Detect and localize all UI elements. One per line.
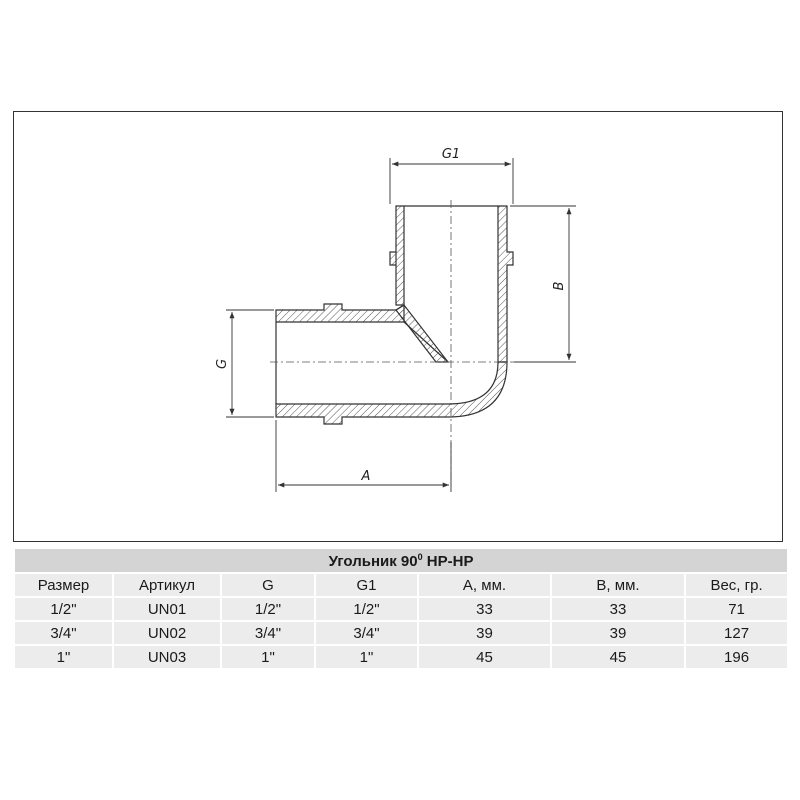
dim-a-label: A (361, 469, 371, 484)
dim-g (226, 309, 274, 418)
table-cell: 1" (316, 646, 417, 668)
drawing-frame: G1 B G A (13, 111, 783, 542)
table-cell: 33 (552, 598, 684, 620)
vertical-right-wall (497, 205, 514, 363)
table-cell: 71 (686, 598, 788, 620)
table-cell: 3/4" (316, 622, 417, 644)
table-title: Угольник 900 НР-НР (15, 549, 788, 572)
title-row: Угольник 900 НР-НР (15, 549, 788, 572)
table-cell: UN01 (114, 598, 220, 620)
header-row: Размер Артикул G G1 A, мм. B, мм. Вес, г… (15, 574, 788, 596)
table-cell: 33 (419, 598, 550, 620)
header-a: A, мм. (419, 574, 550, 596)
table-cell: 39 (419, 622, 550, 644)
table-cell: 3/4" (15, 622, 112, 644)
horizontal-lower-wall (275, 361, 508, 425)
dim-g1 (389, 158, 514, 204)
spec-table: Угольник 900 НР-НР Размер Артикул G G1 A… (13, 547, 789, 670)
dim-b-label: B (552, 281, 567, 290)
inner-cone-wall (395, 304, 450, 363)
horizontal-upper-wall (275, 303, 405, 323)
dim-b (510, 205, 576, 363)
table-title-sup: 0 (417, 551, 423, 562)
dim-a (275, 420, 452, 492)
table-cell: UN02 (114, 622, 220, 644)
table-cell: 127 (686, 622, 788, 644)
table-cell: 1" (222, 646, 314, 668)
table-title-suffix: НР-НР (422, 552, 474, 570)
table-cell: 1/2" (222, 598, 314, 620)
table-row: 1" UN03 1" 1" 45 45 196 (15, 646, 788, 668)
elbow-fitting-drawing: G1 B G A (215, 147, 576, 492)
table-cell: 45 (552, 646, 684, 668)
table-cell: UN03 (114, 646, 220, 668)
header-g1: G1 (316, 574, 417, 596)
header-weight: Вес, гр. (686, 574, 788, 596)
header-size: Размер (15, 574, 112, 596)
vertical-left-wall (395, 205, 405, 306)
table-row: 1/2" UN01 1/2" 1/2" 33 33 71 (15, 598, 788, 620)
table-cell: 1" (15, 646, 112, 668)
table-cell: 39 (552, 622, 684, 644)
table-cell: 1/2" (316, 598, 417, 620)
header-b: B, мм. (552, 574, 684, 596)
center-lines (270, 200, 574, 484)
header-g: G (222, 574, 314, 596)
table-title-main: Угольник 90 (328, 552, 418, 570)
table-row: 3/4" UN02 3/4" 3/4" 39 39 127 (15, 622, 788, 644)
header-article: Артикул (114, 574, 220, 596)
dim-g-label: G (215, 359, 230, 369)
dim-g1-label: G1 (442, 147, 460, 162)
table-cell: 1/2" (15, 598, 112, 620)
table-cell: 196 (686, 646, 788, 668)
table-cell: 45 (419, 646, 550, 668)
vertical-thread-left (389, 251, 396, 266)
fitting-body (275, 205, 514, 425)
table-cell: 3/4" (222, 622, 314, 644)
